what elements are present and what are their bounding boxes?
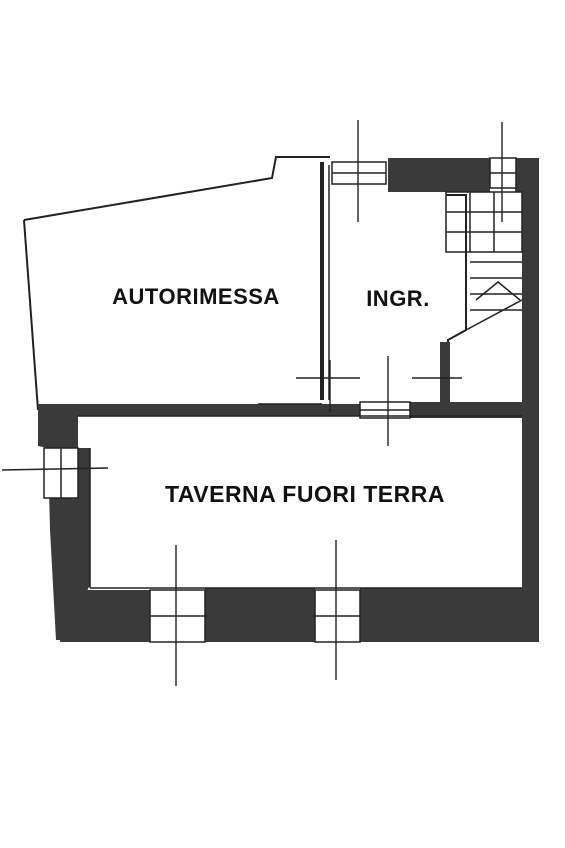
tavern-outline bbox=[78, 415, 522, 589]
staircase bbox=[445, 191, 523, 331]
windows bbox=[43, 157, 517, 643]
room-label-garage: AUTORIMESSA bbox=[112, 284, 280, 309]
room-label-tavern: TAVERNA FUORI TERRA bbox=[165, 481, 445, 507]
walls bbox=[38, 158, 539, 642]
section-lines bbox=[1, 120, 503, 686]
room-label-entrance: INGR. bbox=[366, 286, 430, 311]
